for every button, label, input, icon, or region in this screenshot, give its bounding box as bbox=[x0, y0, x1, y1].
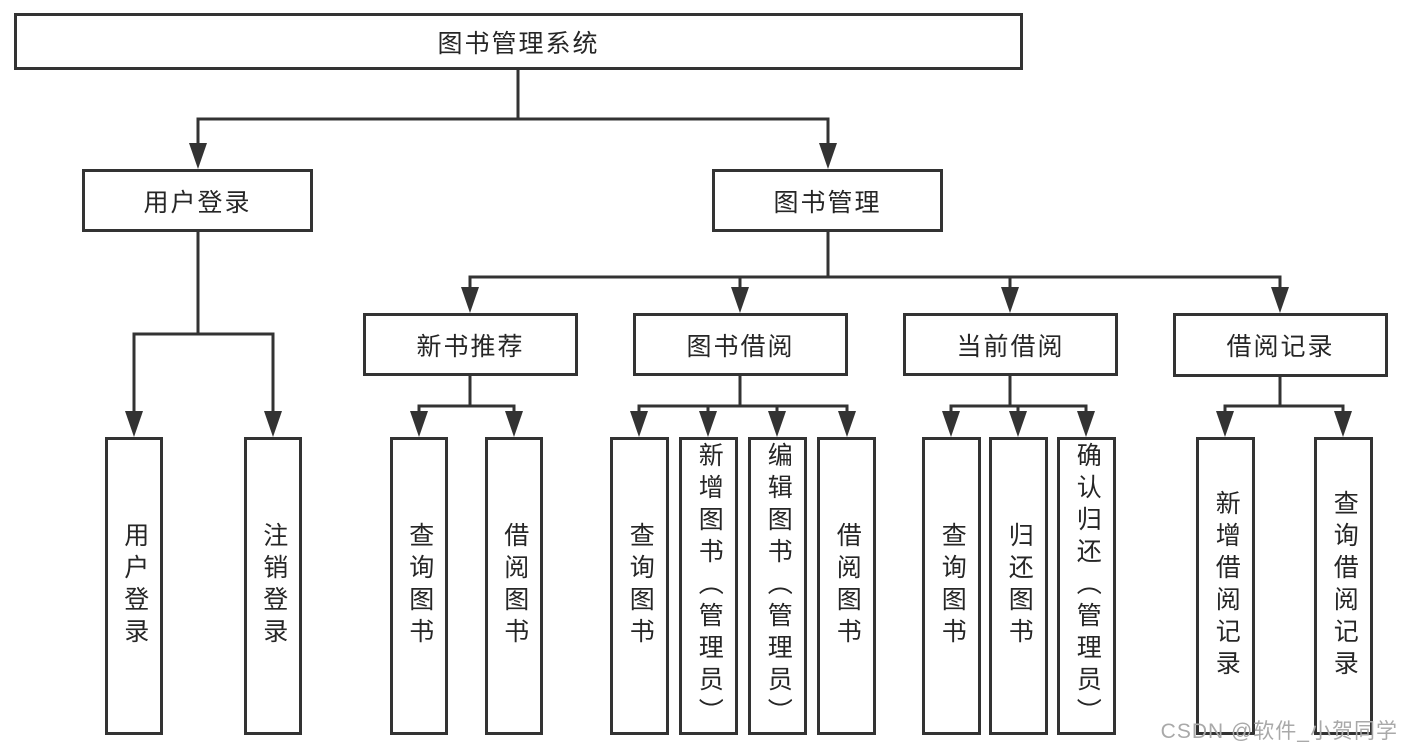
node-new-book-recommend: 新书推荐 bbox=[363, 313, 578, 376]
node-label: 当前借阅 bbox=[956, 332, 1065, 361]
node-leaf-add-borrow-record: 新增借阅记录 bbox=[1196, 437, 1255, 735]
node-label: 图书管理 bbox=[773, 188, 882, 217]
arrowhead-down-icon bbox=[189, 143, 207, 169]
node-leaf-user-login: 用户登录 bbox=[105, 437, 163, 735]
node-leaf-query-books-2: 查询图书 bbox=[610, 437, 669, 735]
arrowhead-down-icon bbox=[1216, 411, 1234, 437]
node-book-borrowing: 图书借阅 bbox=[633, 313, 848, 376]
node-leaf-add-books: 新增图书（管理员） bbox=[679, 437, 738, 735]
arrowhead-down-icon bbox=[461, 287, 479, 313]
node-user-login: 用户登录 bbox=[82, 169, 313, 232]
node-leaf-query-books-3: 查询图书 bbox=[922, 437, 981, 735]
node-borrowing-records: 借阅记录 bbox=[1173, 313, 1388, 377]
node-leaf-borrow-books-2: 借阅图书 bbox=[817, 437, 876, 735]
node-label: 借阅图书 bbox=[500, 522, 529, 650]
node-leaf-query-borrow-record: 查询借阅记录 bbox=[1314, 437, 1373, 735]
node-label: 查询借阅记录 bbox=[1330, 490, 1359, 682]
node-label: 图书管理系统 bbox=[437, 29, 600, 58]
node-label: 新增图书（管理员） bbox=[695, 442, 724, 730]
arrowhead-down-icon bbox=[630, 411, 648, 437]
node-label: 用户登录 bbox=[143, 188, 252, 217]
arrowhead-down-icon bbox=[1001, 287, 1019, 313]
node-leaf-edit-books: 编辑图书（管理员） bbox=[748, 437, 807, 735]
arrowhead-down-icon bbox=[768, 411, 786, 437]
arrowhead-down-icon bbox=[410, 411, 428, 437]
arrowhead-down-icon bbox=[1271, 287, 1289, 313]
arrowhead-down-icon bbox=[731, 287, 749, 313]
node-label: 查询图书 bbox=[626, 522, 655, 650]
arrowhead-down-icon bbox=[1077, 411, 1095, 437]
node-label: 新书推荐 bbox=[416, 332, 525, 361]
node-label: 图书借阅 bbox=[686, 332, 795, 361]
arrowhead-down-icon bbox=[942, 411, 960, 437]
node-book-management: 图书管理 bbox=[712, 169, 943, 232]
node-label: 编辑图书（管理员） bbox=[764, 442, 793, 730]
node-leaf-return-books: 归还图书 bbox=[989, 437, 1048, 735]
node-leaf-query-books-1: 查询图书 bbox=[390, 437, 448, 735]
node-label: 借阅图书 bbox=[833, 522, 862, 650]
connector-from-new-book-recommend bbox=[410, 374, 523, 437]
arrowhead-down-icon bbox=[264, 411, 282, 437]
node-leaf-borrow-books-1: 借阅图书 bbox=[485, 437, 543, 735]
connector-from-book-management bbox=[461, 230, 1289, 313]
connector-from-borrowing-records bbox=[1216, 375, 1352, 437]
node-leaf-logout: 注销登录 bbox=[244, 437, 302, 735]
node-leaf-confirm-return: 确认归还（管理员） bbox=[1057, 437, 1116, 735]
node-label: 查询图书 bbox=[405, 522, 434, 650]
node-label: 新增借阅记录 bbox=[1212, 490, 1241, 682]
node-current-borrowing: 当前借阅 bbox=[903, 313, 1118, 376]
node-label: 确认归还（管理员） bbox=[1073, 442, 1102, 730]
connector-from-current-borrowing bbox=[942, 374, 1095, 437]
arrowhead-down-icon bbox=[1334, 411, 1352, 437]
arrowhead-down-icon bbox=[1009, 411, 1027, 437]
node-label: 借阅记录 bbox=[1226, 333, 1335, 361]
arrowhead-down-icon bbox=[819, 143, 837, 169]
node-label: 归还图书 bbox=[1005, 522, 1034, 650]
arrowhead-down-icon bbox=[838, 411, 856, 437]
connector-from-book-borrowing bbox=[630, 374, 856, 437]
arrowhead-down-icon bbox=[699, 411, 717, 437]
watermark: CSDN @软件_小贺同学 bbox=[1160, 720, 1398, 743]
connector-from-root bbox=[189, 68, 837, 169]
node-root: 图书管理系统 bbox=[14, 13, 1023, 70]
node-label: 查询图书 bbox=[938, 522, 967, 650]
node-label: 用户登录 bbox=[120, 522, 149, 650]
arrowhead-down-icon bbox=[125, 411, 143, 437]
connector-from-user-login bbox=[125, 230, 282, 437]
arrowhead-down-icon bbox=[505, 411, 523, 437]
node-label: 注销登录 bbox=[259, 522, 288, 650]
